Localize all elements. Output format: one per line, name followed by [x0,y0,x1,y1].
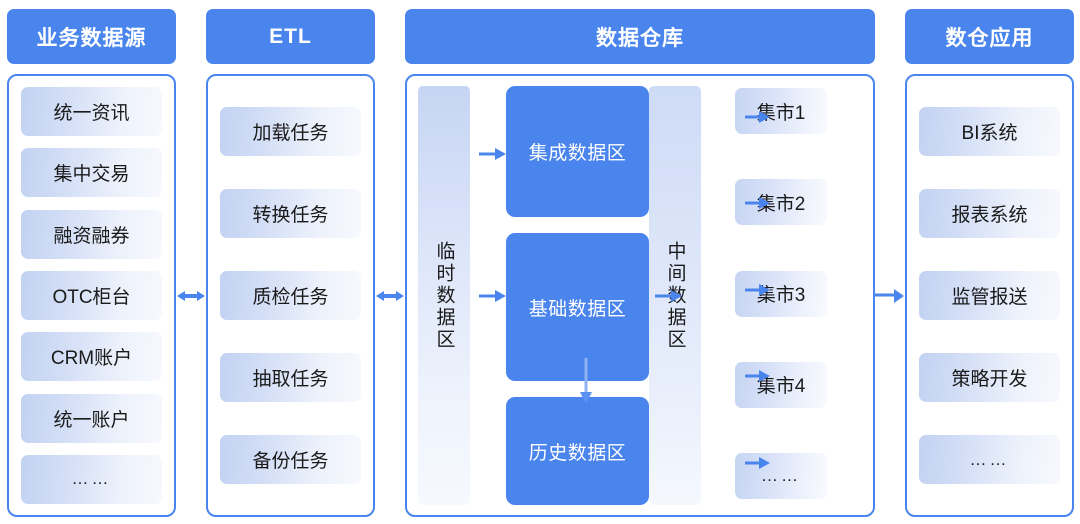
market-item-3[interactable]: 集市3 [735,270,827,317]
etl-item-transform-task[interactable]: 转换任务 [220,188,361,238]
source-item-margin-trade[interactable]: 融资融券 [21,209,162,259]
source-item-crm-account[interactable]: CRM账户 [21,332,162,382]
source-item-more[interactable]: …… [21,454,162,504]
arrow-icon-middle-to-market-4 [745,368,771,384]
market-group: 集市1 集市2 集市3 集市4 …… [735,86,827,505]
etl-item-load-task[interactable]: 加载任务 [220,106,361,156]
zone-integrated-data[interactable]: 集成数据区 [506,86,649,217]
column-body-warehouse-application: BI系统 报表系统 监管报送 策略开发 …… [905,74,1074,517]
etl-item-extract-task[interactable]: 抽取任务 [220,353,361,403]
temp-data-zone-bar[interactable]: 临时数据区 [418,86,470,505]
arrow-icon-warehouse-application [875,288,905,304]
zone-history-data[interactable]: 历史数据区 [506,397,649,505]
market-item-1[interactable]: 集市1 [735,88,827,134]
column-etl: ETL 加载任务 转换任务 质检任务 抽取任务 备份任务 [206,9,375,517]
etl-item-backup-task[interactable]: 备份任务 [220,435,361,485]
arrow-icon-temp-to-integrated [479,146,507,162]
arrow-icon-middle-to-market-3 [745,282,771,298]
warehouse-zone-group: 集成数据区 基础数据区 历史数据区 [506,86,649,505]
market-item-more[interactable]: …… [735,453,827,499]
bidirectional-arrow-icon-source-etl [176,286,206,306]
source-item-unified-account[interactable]: 统一账户 [21,393,162,443]
app-item-regulatory-report[interactable]: 监管报送 [919,270,1060,320]
bidirectional-arrow-icon-etl-warehouse [375,286,405,306]
market-item-4[interactable]: 集市4 [735,361,827,408]
column-business-data-source: 业务数据源 统一资讯 集中交易 融资融券 OTC柜台 CRM账户 统一账户 …… [7,9,176,517]
source-item-unified-info[interactable]: 统一资讯 [21,87,162,136]
source-item-central-trade[interactable]: 集中交易 [21,148,162,198]
arrow-icon-base-to-history [578,358,594,406]
column-header-warehouse-application: 数仓应用 [905,9,1074,64]
etl-item-quality-task[interactable]: 质检任务 [220,270,361,320]
column-header-business-data-source: 业务数据源 [7,9,176,64]
arrow-icon-middle-to-market-1 [745,109,771,125]
zone-base-data[interactable]: 基础数据区 [506,233,649,381]
arrow-icon-temp-to-base [479,288,507,304]
column-warehouse-application: 数仓应用 BI系统 报表系统 监管报送 策略开发 …… [905,9,1074,517]
column-body-business-data-source: 统一资讯 集中交易 融资融券 OTC柜台 CRM账户 统一账户 …… [7,74,176,517]
column-header-data-warehouse: 数据仓库 [405,9,875,64]
app-item-more[interactable]: …… [919,435,1060,485]
app-item-strategy-dev[interactable]: 策略开发 [919,353,1060,403]
column-data-warehouse: 数据仓库 临时数据区 集成数据区 基础数据区 历史数据区 中间数据区 集市1 集… [405,9,875,517]
column-body-data-warehouse: 临时数据区 集成数据区 基础数据区 历史数据区 中间数据区 集市1 集市2 集市… [405,74,875,517]
app-item-bi-system[interactable]: BI系统 [919,106,1060,156]
column-body-etl: 加载任务 转换任务 质检任务 抽取任务 备份任务 [206,74,375,517]
app-item-report-system[interactable]: 报表系统 [919,188,1060,238]
column-header-etl: ETL [206,9,375,64]
source-item-otc-counter[interactable]: OTC柜台 [21,270,162,320]
arrow-icon-base-to-middle [655,288,683,304]
arrow-icon-middle-to-market-2 [745,195,771,211]
arrow-icon-middle-to-market-more [745,455,771,471]
